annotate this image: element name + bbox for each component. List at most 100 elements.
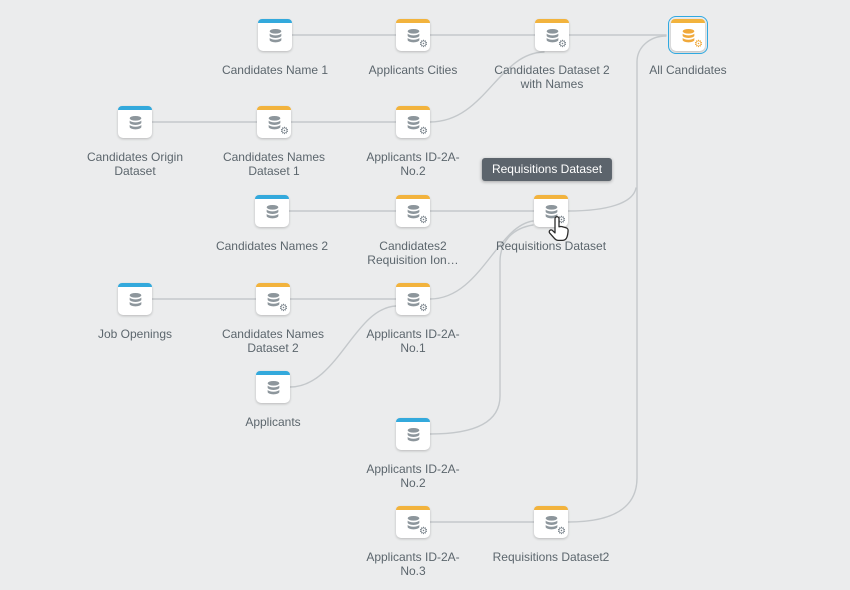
database-gear-icon bbox=[266, 115, 283, 132]
node-accent-bar bbox=[396, 283, 430, 287]
database-gear-icon bbox=[265, 292, 282, 309]
node-label: Candidates2 Requisition Ion… bbox=[367, 239, 459, 267]
node-requisitions-dataset: ⚙ Requisitions Dataset bbox=[476, 195, 626, 253]
node-applicants-id-2a-no2: ⚙ Applicants ID-2A- No.2 bbox=[338, 106, 488, 178]
database-icon bbox=[264, 204, 281, 221]
gear-icon: ⚙ bbox=[557, 526, 566, 537]
tooltip-text: Requisitions Dataset bbox=[491, 162, 603, 176]
database-gear-icon bbox=[405, 292, 422, 309]
tooltip: Requisitions Dataset bbox=[481, 158, 613, 181]
node-accent-bar bbox=[118, 283, 152, 287]
hand-cursor-icon bbox=[548, 216, 569, 241]
node-box-applicants[interactable] bbox=[256, 371, 290, 403]
gear-icon: ⚙ bbox=[557, 215, 566, 226]
node-box-candidates-origin-dataset[interactable] bbox=[118, 106, 152, 138]
node-applicants-cities: ⚙ Applicants Cities bbox=[338, 19, 488, 77]
gear-icon: ⚙ bbox=[280, 126, 289, 137]
node-box-all-candidates[interactable]: ⚙ bbox=[667, 15, 709, 55]
edge-requisitions-dataset-to-all-candidates bbox=[567, 187, 637, 212]
node-accent-bar bbox=[396, 19, 430, 23]
gear-icon: ⚙ bbox=[419, 526, 428, 537]
node-accent-bar bbox=[257, 106, 291, 110]
node-box-requisitions-dataset2[interactable]: ⚙ bbox=[534, 506, 568, 538]
node-label: All Candidates bbox=[649, 63, 727, 77]
edge-requisitions-dataset2-to-all-candidates bbox=[567, 35, 667, 523]
gear-icon: ⚙ bbox=[694, 39, 703, 50]
node-label: Applicants ID-2A- No.1 bbox=[366, 327, 460, 355]
node-applicants-id-2a-no3: ⚙ Applicants ID-2A- No.3 bbox=[338, 506, 488, 578]
node-box-applicants-id-2a-no2[interactable]: ⚙ bbox=[396, 106, 430, 138]
node-label: Requisitions Dataset2 bbox=[492, 550, 610, 564]
node-applicants: Applicants bbox=[198, 371, 348, 429]
database-icon bbox=[127, 292, 144, 309]
node-candidates-name-1: Candidates Name 1 bbox=[200, 19, 350, 77]
node-label: Applicants bbox=[245, 415, 301, 429]
node-candidates-names-dataset-1: ⚙ Candidates Names Dataset 1 bbox=[199, 106, 349, 178]
node-box-candidates-name-1[interactable] bbox=[258, 19, 292, 51]
node-candidates-names-dataset-2: ⚙ Candidates Names Dataset 2 bbox=[198, 283, 348, 355]
node-box-candidates2-requisition[interactable]: ⚙ bbox=[396, 195, 430, 227]
edge-applicants-to-applicants-id-2a-no1 bbox=[289, 305, 397, 388]
node-candidates-dataset-2-with-names: ⚙ Candidates Dataset 2 with Names bbox=[477, 19, 627, 91]
node-accent-bar bbox=[534, 506, 568, 510]
node-accent-bar bbox=[396, 418, 430, 422]
node-accent-bar bbox=[535, 19, 569, 23]
node-box-requisitions-dataset[interactable]: ⚙ bbox=[534, 195, 568, 227]
gear-icon: ⚙ bbox=[419, 303, 428, 314]
gear-icon: ⚙ bbox=[419, 215, 428, 226]
node-box-candidates-dataset-2-with-names[interactable]: ⚙ bbox=[535, 19, 569, 51]
gear-icon: ⚙ bbox=[558, 39, 567, 50]
node-accent-bar bbox=[396, 506, 430, 510]
database-gear-icon bbox=[405, 28, 422, 45]
node-accent-bar bbox=[396, 106, 430, 110]
database-gear-icon bbox=[405, 115, 422, 132]
node-all-candidates: ⚙ All Candidates bbox=[613, 15, 763, 77]
node-label: Candidates Dataset 2 with Names bbox=[494, 63, 610, 91]
node-accent-bar bbox=[671, 19, 705, 23]
node-box-applicants-id-2a-no1[interactable]: ⚙ bbox=[396, 283, 430, 315]
node-applicants-id-2a-no2-b: Applicants ID-2A- No.2 bbox=[338, 418, 488, 490]
node-job-openings: Job Openings bbox=[60, 283, 210, 341]
database-icon bbox=[405, 427, 422, 444]
node-label: Candidates Names Dataset 1 bbox=[222, 150, 326, 178]
node-applicants-id-2a-no1: ⚙ Applicants ID-2A- No.1 bbox=[338, 283, 488, 355]
database-gear-icon bbox=[405, 204, 422, 221]
database-icon bbox=[127, 115, 144, 132]
edge-applicants-id-2a-no2-b-to-requisitions-dataset bbox=[429, 224, 534, 435]
database-gear-icon bbox=[680, 28, 697, 45]
node-candidates-origin-dataset: Candidates Origin Dataset bbox=[60, 106, 210, 178]
node-box-applicants-id-2a-no3[interactable]: ⚙ bbox=[396, 506, 430, 538]
database-icon bbox=[267, 28, 284, 45]
node-accent-bar bbox=[256, 371, 290, 375]
node-accent-bar bbox=[534, 195, 568, 199]
gear-icon: ⚙ bbox=[419, 126, 428, 137]
node-label: Candidates Name 1 bbox=[221, 63, 329, 77]
node-box-candidates-names-dataset-1[interactable]: ⚙ bbox=[257, 106, 291, 138]
node-candidates2-requisition: ⚙ Candidates2 Requisition Ion… bbox=[338, 195, 488, 267]
database-gear-icon bbox=[543, 204, 560, 221]
edge-applicants-id-2a-no1-to-requisitions-dataset bbox=[429, 220, 534, 300]
database-gear-icon bbox=[405, 515, 422, 532]
node-label: Candidates Names Dataset 2 bbox=[221, 327, 325, 355]
node-box-applicants-id-2a-no2-b[interactable] bbox=[396, 418, 430, 450]
node-accent-bar bbox=[258, 19, 292, 23]
node-accent-bar bbox=[118, 106, 152, 110]
database-gear-icon bbox=[543, 515, 560, 532]
node-box-candidates-names-dataset-2[interactable]: ⚙ bbox=[256, 283, 290, 315]
gear-icon: ⚙ bbox=[419, 39, 428, 50]
node-label: Requisitions Dataset bbox=[495, 239, 607, 253]
node-label: Candidates Origin Dataset bbox=[86, 150, 184, 178]
node-accent-bar bbox=[396, 195, 430, 199]
node-accent-bar bbox=[255, 195, 289, 199]
node-requisitions-dataset2: ⚙ Requisitions Dataset2 bbox=[476, 506, 626, 564]
node-box-job-openings[interactable] bbox=[118, 283, 152, 315]
node-label: Candidates Names 2 bbox=[215, 239, 329, 253]
node-box-applicants-cities[interactable]: ⚙ bbox=[396, 19, 430, 51]
node-label: Job Openings bbox=[97, 327, 173, 341]
node-box-candidates-names-2[interactable] bbox=[255, 195, 289, 227]
node-accent-bar bbox=[256, 283, 290, 287]
node-label: Applicants ID-2A- No.2 bbox=[366, 462, 460, 490]
node-candidates-names-2: Candidates Names 2 bbox=[197, 195, 347, 253]
